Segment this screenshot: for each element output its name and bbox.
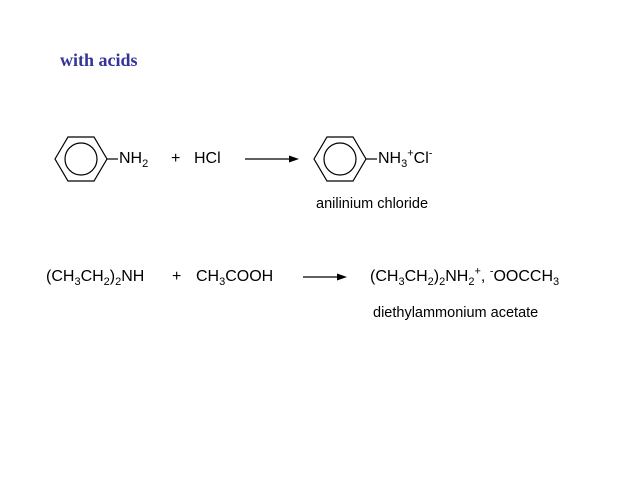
benzene-ring-product <box>313 136 377 182</box>
product-name-2: diethylammonium acetate <box>373 305 539 321</box>
reaction-arrow-1 <box>245 155 299 163</box>
reactant-amino-group: NH2 <box>119 150 149 171</box>
reagent-acetic-acid: CH3COOH <box>196 268 274 289</box>
reagent-hcl: HCl <box>194 150 221 167</box>
plus-sign-1: + <box>171 150 181 167</box>
slide-title: with acids <box>60 50 138 70</box>
product-ammonium-chloride: NH3+Cl- <box>378 147 433 171</box>
product-diethylammonium-acetate: (CH3CH2)2NH2+, -OOCCH3 <box>370 265 560 289</box>
reactant-diethylamine: (CH3CH2)2NH <box>46 268 145 289</box>
plus-sign-2: + <box>172 268 182 285</box>
reaction-arrow-2 <box>303 273 347 281</box>
benzene-ring-reactant <box>54 136 118 182</box>
product-name-1: anilinium chloride <box>316 196 429 212</box>
